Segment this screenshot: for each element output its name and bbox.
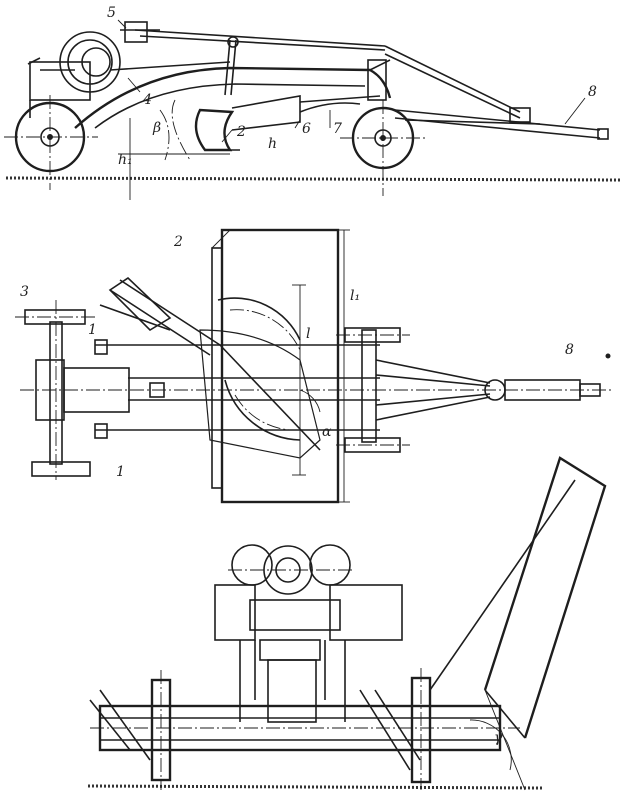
blade-plan xyxy=(199,228,340,504)
diagonal-guide-plan xyxy=(99,276,321,451)
label-7: 7 xyxy=(333,121,342,137)
label-1-lower: 1 xyxy=(116,464,125,480)
label-8-plan: 8 xyxy=(565,342,574,358)
label-4: 4 xyxy=(142,92,152,108)
engine-unit-side xyxy=(27,31,121,118)
dimension-lines-plan xyxy=(292,229,350,503)
hitch-tongue-plan xyxy=(375,359,601,421)
label-gamma: γ xyxy=(494,730,503,746)
right-wheel-front xyxy=(359,668,432,790)
ground-line-side xyxy=(5,176,621,182)
tilted-blade-front xyxy=(429,456,607,739)
gamma-reference xyxy=(484,689,526,791)
flywheels-front xyxy=(228,544,355,595)
left-wheel-front xyxy=(89,670,172,790)
label-2-side: 2 xyxy=(236,124,246,140)
engine-housing-front xyxy=(214,584,403,723)
label-1-upper: 1 xyxy=(88,322,97,338)
alpha-arc xyxy=(299,389,321,413)
front-view: γ xyxy=(87,456,607,791)
mouldboard-side xyxy=(118,95,301,200)
label-h: h xyxy=(268,136,277,152)
ground-line-front xyxy=(87,784,545,790)
rear-wheel-side xyxy=(4,95,98,190)
label-8-side: 8 xyxy=(588,84,597,100)
label-3: 3 xyxy=(20,284,29,300)
front-wheel-side xyxy=(340,100,425,196)
front-axle-plan xyxy=(336,327,410,453)
draw-beam-side xyxy=(299,95,609,140)
label-h1: h₁ xyxy=(118,152,133,168)
plan-view: 2 3 1 1 8 l l₁ α xyxy=(15,228,612,504)
main-beam-front xyxy=(90,704,520,752)
lift-rod-side xyxy=(224,36,239,96)
label-l: l xyxy=(306,326,310,342)
label-l1: l₁ xyxy=(350,288,360,304)
side-view: 5 4 8 β 2 6 7 h₁ h xyxy=(4,5,621,200)
label-alpha: α xyxy=(322,424,332,440)
label-5: 5 xyxy=(107,5,116,21)
frame-rails-plan xyxy=(20,339,612,439)
label-beta: β xyxy=(152,120,161,136)
gamma-arc xyxy=(469,719,512,771)
main-frame-side xyxy=(74,59,392,129)
label-2-plan: 2 xyxy=(173,234,183,250)
ink-dot xyxy=(605,353,611,359)
top-linkage-side xyxy=(120,21,531,123)
label-6: 6 xyxy=(302,121,311,137)
leaders-side xyxy=(117,19,586,143)
